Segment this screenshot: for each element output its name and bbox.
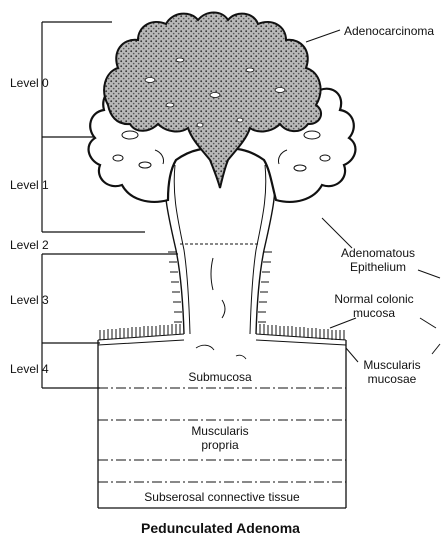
adenomatous-epithelium-label: Adenomatous Epithelium bbox=[330, 246, 426, 274]
normal-colonic-mucosa-label: Normal colonic mucosa bbox=[326, 292, 422, 320]
muscularis-mucosae-label: Muscularis mucosae bbox=[352, 358, 432, 386]
adenocarcinoma-label: Adenocarcinoma bbox=[344, 24, 434, 38]
muscularis-propria-line-2: propria bbox=[170, 438, 270, 452]
stalk bbox=[165, 160, 276, 359]
muscularis-propria-line-1: Muscularis bbox=[170, 424, 270, 438]
level-1-label: Level 1 bbox=[10, 178, 49, 192]
muscularis-propria-label: Muscularis propria bbox=[170, 424, 270, 452]
level-0-label: Level 0 bbox=[10, 76, 49, 90]
muscularis-mucosae-line-2: mucosae bbox=[352, 372, 432, 386]
adenomatous-line-1: Adenomatous bbox=[330, 246, 426, 260]
muscularis-mucosae-line-1: Muscularis bbox=[352, 358, 432, 372]
level-3-label: Level 3 bbox=[10, 293, 49, 307]
level-4-label: Level 4 bbox=[10, 362, 49, 376]
submucosa-label: Submucosa bbox=[170, 370, 270, 384]
normal-mucosa-left bbox=[98, 324, 184, 345]
figure-title: Pedunculated Adenoma bbox=[0, 520, 441, 536]
normal-line-1: Normal colonic bbox=[326, 292, 422, 306]
subserosal-label: Subserosal connective tissue bbox=[98, 490, 346, 504]
adenomatous-line-2: Epithelium bbox=[330, 260, 426, 274]
level-2-label: Level 2 bbox=[10, 238, 49, 252]
normal-line-2: mucosa bbox=[326, 306, 422, 320]
